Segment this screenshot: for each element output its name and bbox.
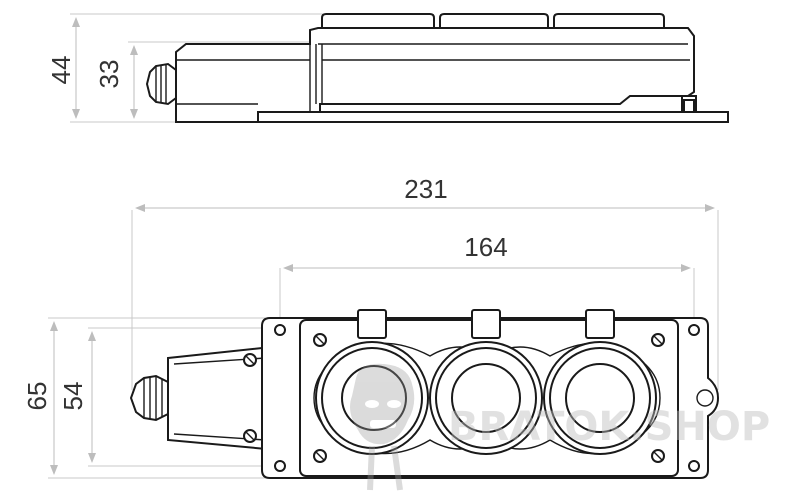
side-view: 44 33 xyxy=(46,13,729,123)
dim-front-total-height: 65 xyxy=(22,382,52,411)
socket-2 xyxy=(429,309,543,455)
watermark-text: BRATOK.SHOP xyxy=(448,404,770,450)
watermark: BRATOK.SHOP xyxy=(350,363,770,491)
dim-front-body-height: 54 xyxy=(58,382,88,411)
socket-3 xyxy=(543,309,657,455)
front-cable-gland xyxy=(129,374,169,422)
dim-front-total-length: 231 xyxy=(404,174,447,204)
dim-side-body-height: 33 xyxy=(94,60,124,89)
side-cable-gland xyxy=(145,62,177,106)
dim-side-total-height: 44 xyxy=(46,56,76,85)
dim-front-body-length: 164 xyxy=(464,232,507,262)
front-view: 231 164 65 54 xyxy=(22,174,720,479)
socket-1 xyxy=(315,309,429,455)
gorilla-head-icon xyxy=(350,363,415,491)
